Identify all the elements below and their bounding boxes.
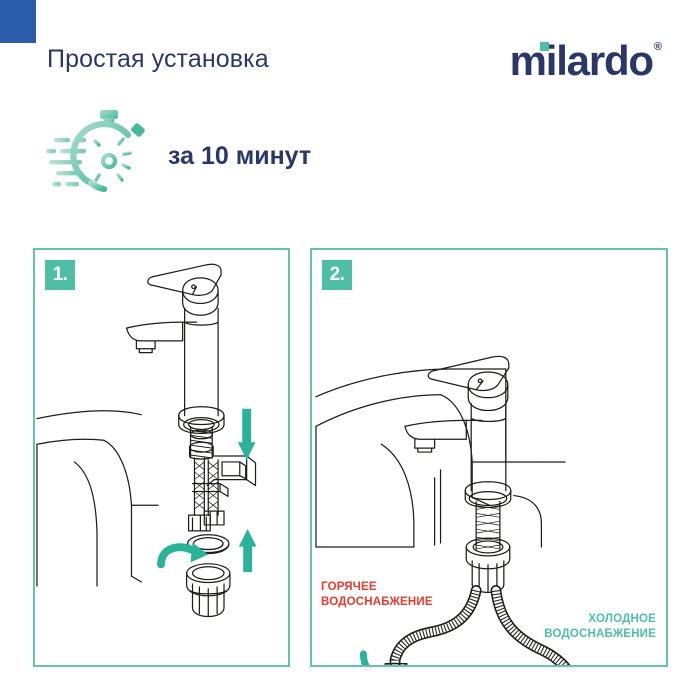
brand-accent-dot-icon <box>539 42 549 51</box>
step-badge-2: 2. <box>322 260 352 290</box>
registered-trademark-icon: ® <box>653 41 662 53</box>
step-panel-1: 1. <box>33 248 290 667</box>
brand-logo: milardo ® <box>510 38 662 84</box>
stopwatch-icon <box>46 110 145 193</box>
step-badge-1: 1. <box>45 260 75 290</box>
step-1-up-arrow <box>238 528 257 573</box>
cold-water-supply-label: ХОЛОДНОЕ ВОДОСНАБЖЕНИЕ <box>544 613 656 640</box>
hot-water-supply-label: ГОРЯЧЕЕ ВОДОСНАБЖЕНИЕ <box>321 581 433 608</box>
install-time-row: за 10 минут <box>44 108 311 204</box>
step-1-rotate-arrow <box>157 542 209 569</box>
step-1-illustration <box>36 263 257 618</box>
install-time-text: за 10 минут <box>168 141 312 170</box>
step-2-rotate-arrow-hot <box>359 650 370 665</box>
step-panel-2: 2. <box>310 248 668 667</box>
corner-accent-block <box>0 0 36 43</box>
step-2-illustration <box>315 355 571 665</box>
brand-name: milardo <box>509 37 654 84</box>
page-title: Простая установка <box>47 45 269 73</box>
step-1-down-arrow <box>237 408 256 460</box>
